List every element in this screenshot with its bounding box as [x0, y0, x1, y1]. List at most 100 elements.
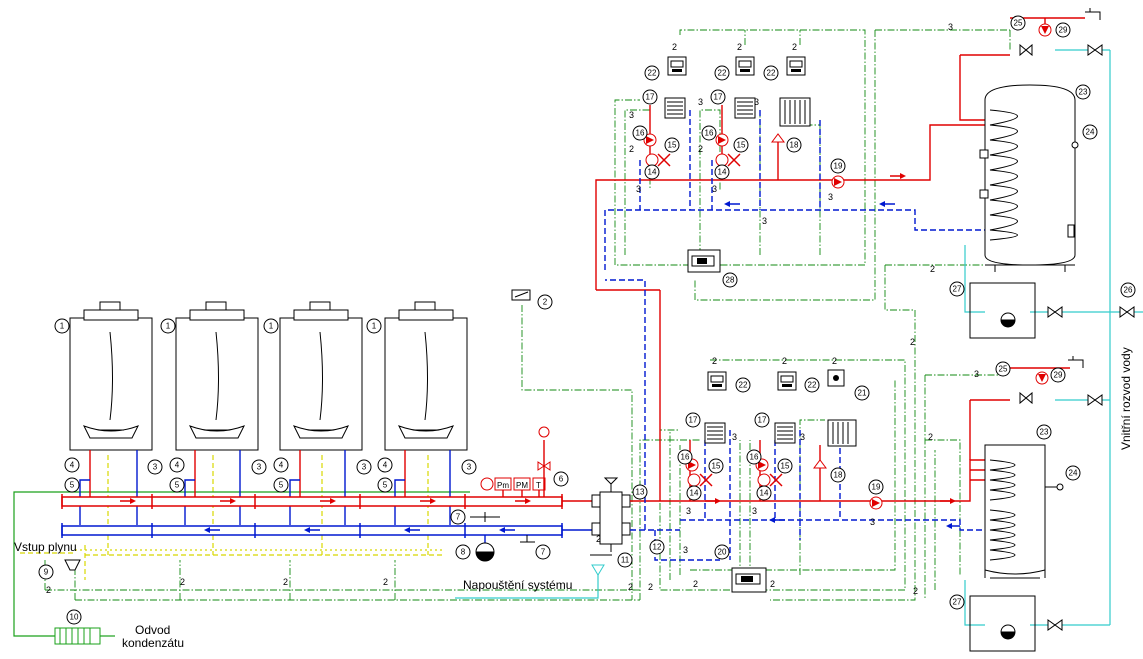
hydraulic-separator [562, 477, 631, 552]
svg-text:3: 3 [754, 97, 759, 107]
svg-text:22: 22 [718, 69, 727, 78]
svg-text:1: 1 [372, 322, 377, 331]
svg-text:3: 3 [762, 216, 767, 226]
svg-text:25: 25 [999, 365, 1008, 374]
pm-label: Pm [497, 481, 509, 490]
svg-text:2: 2 [913, 586, 918, 596]
svg-text:27: 27 [953, 285, 962, 294]
svg-text:4: 4 [383, 461, 388, 470]
svg-text:8: 8 [461, 548, 466, 557]
svg-text:3: 3 [948, 22, 953, 32]
svg-text:15: 15 [737, 141, 746, 150]
svg-text:3: 3 [698, 97, 703, 107]
svg-text:3: 3 [732, 432, 737, 442]
gas-inlet-label: Vstup plynu [14, 540, 77, 554]
svg-text:3: 3 [752, 506, 757, 516]
svg-text:16: 16 [681, 453, 690, 462]
svg-text:22: 22 [808, 381, 817, 390]
svg-text:2: 2 [628, 582, 633, 592]
svg-text:2: 2 [383, 577, 388, 587]
svg-text:2: 2 [792, 42, 797, 52]
svg-text:1: 1 [269, 322, 274, 331]
svg-text:15: 15 [781, 462, 790, 471]
svg-text:3: 3 [362, 463, 367, 472]
svg-text:17: 17 [714, 93, 723, 102]
upper-circuits [643, 56, 845, 273]
svg-text:27: 27 [953, 598, 962, 607]
tag-boiler: 1 [263, 318, 279, 334]
pm2-label: PM [516, 481, 528, 490]
svg-text:3: 3 [636, 184, 641, 194]
svg-text:2: 2 [928, 432, 933, 442]
svg-text:23: 23 [1079, 88, 1088, 97]
svg-text:2: 2 [832, 356, 837, 366]
svg-text:4: 4 [279, 461, 284, 470]
svg-text:4: 4 [70, 461, 75, 470]
svg-text:26: 26 [1124, 286, 1133, 295]
svg-text:2: 2 [770, 579, 775, 589]
gas-lines [20, 455, 445, 580]
neutralizer [54, 627, 101, 645]
svg-text:2: 2 [910, 337, 915, 347]
domestic-water-label: Vnitřní rozvod vody [1119, 347, 1133, 450]
expansion-tank [470, 512, 535, 562]
main-headers: Pm PM T [61, 477, 563, 538]
radiator [779, 97, 811, 127]
svg-text:2: 2 [180, 577, 185, 587]
svg-text:2: 2 [596, 534, 601, 544]
svg-text:15: 15 [712, 462, 721, 471]
thermostat [667, 56, 687, 76]
svg-text:20: 20 [718, 548, 727, 557]
svg-text:5: 5 [279, 481, 284, 490]
svg-text:5: 5 [175, 481, 180, 490]
svg-text:3: 3 [712, 184, 717, 194]
heat-exchanger [664, 97, 686, 119]
svg-text:3: 3 [800, 432, 805, 442]
svg-text:2: 2 [283, 577, 288, 587]
boiler-unit [384, 301, 468, 451]
svg-text:18: 18 [790, 141, 799, 150]
svg-text:2: 2 [672, 42, 677, 52]
svg-text:3: 3 [629, 110, 634, 120]
svg-text:16: 16 [705, 129, 714, 138]
t-label: T [536, 481, 541, 490]
svg-text:6: 6 [559, 475, 564, 484]
svg-text:3: 3 [257, 463, 262, 472]
svg-text:2: 2 [46, 585, 51, 595]
thermostat [735, 56, 755, 76]
svg-text:2: 2 [648, 582, 653, 592]
boilers [69, 301, 468, 451]
boiler-connections [79, 450, 451, 525]
tag-boiler: 1 [160, 318, 176, 334]
svg-text:2: 2 [712, 356, 717, 366]
svg-text:25: 25 [1014, 19, 1023, 28]
svg-text:29: 29 [1059, 26, 1068, 35]
svg-text:1: 1 [166, 322, 171, 331]
svg-text:16: 16 [636, 129, 645, 138]
boiler-unit [69, 301, 153, 451]
distribution-pipes [595, 54, 1010, 561]
svg-text:13: 13 [636, 488, 645, 497]
svg-text:4: 4 [175, 461, 180, 470]
svg-text:7: 7 [541, 548, 546, 557]
svg-text:15: 15 [668, 141, 677, 150]
svg-text:3: 3 [870, 517, 875, 527]
svg-text:3: 3 [683, 545, 688, 555]
svg-text:2: 2 [543, 298, 548, 307]
svg-text:2: 2 [782, 356, 787, 366]
svg-text:22: 22 [648, 69, 657, 78]
svg-text:22: 22 [739, 381, 748, 390]
filling-label: Napouštění systému [463, 578, 572, 592]
svg-text:29: 29 [1054, 371, 1063, 380]
svg-text:7: 7 [456, 513, 461, 522]
svg-text:28: 28 [726, 276, 735, 285]
tag-boiler: 1 [54, 318, 70, 334]
svg-text:17: 17 [758, 416, 767, 425]
svg-text:2: 2 [629, 144, 634, 154]
svg-text:1: 1 [60, 322, 65, 331]
svg-text:3: 3 [686, 506, 691, 516]
condensate-line [13, 491, 470, 637]
svg-text:24: 24 [1069, 469, 1078, 478]
